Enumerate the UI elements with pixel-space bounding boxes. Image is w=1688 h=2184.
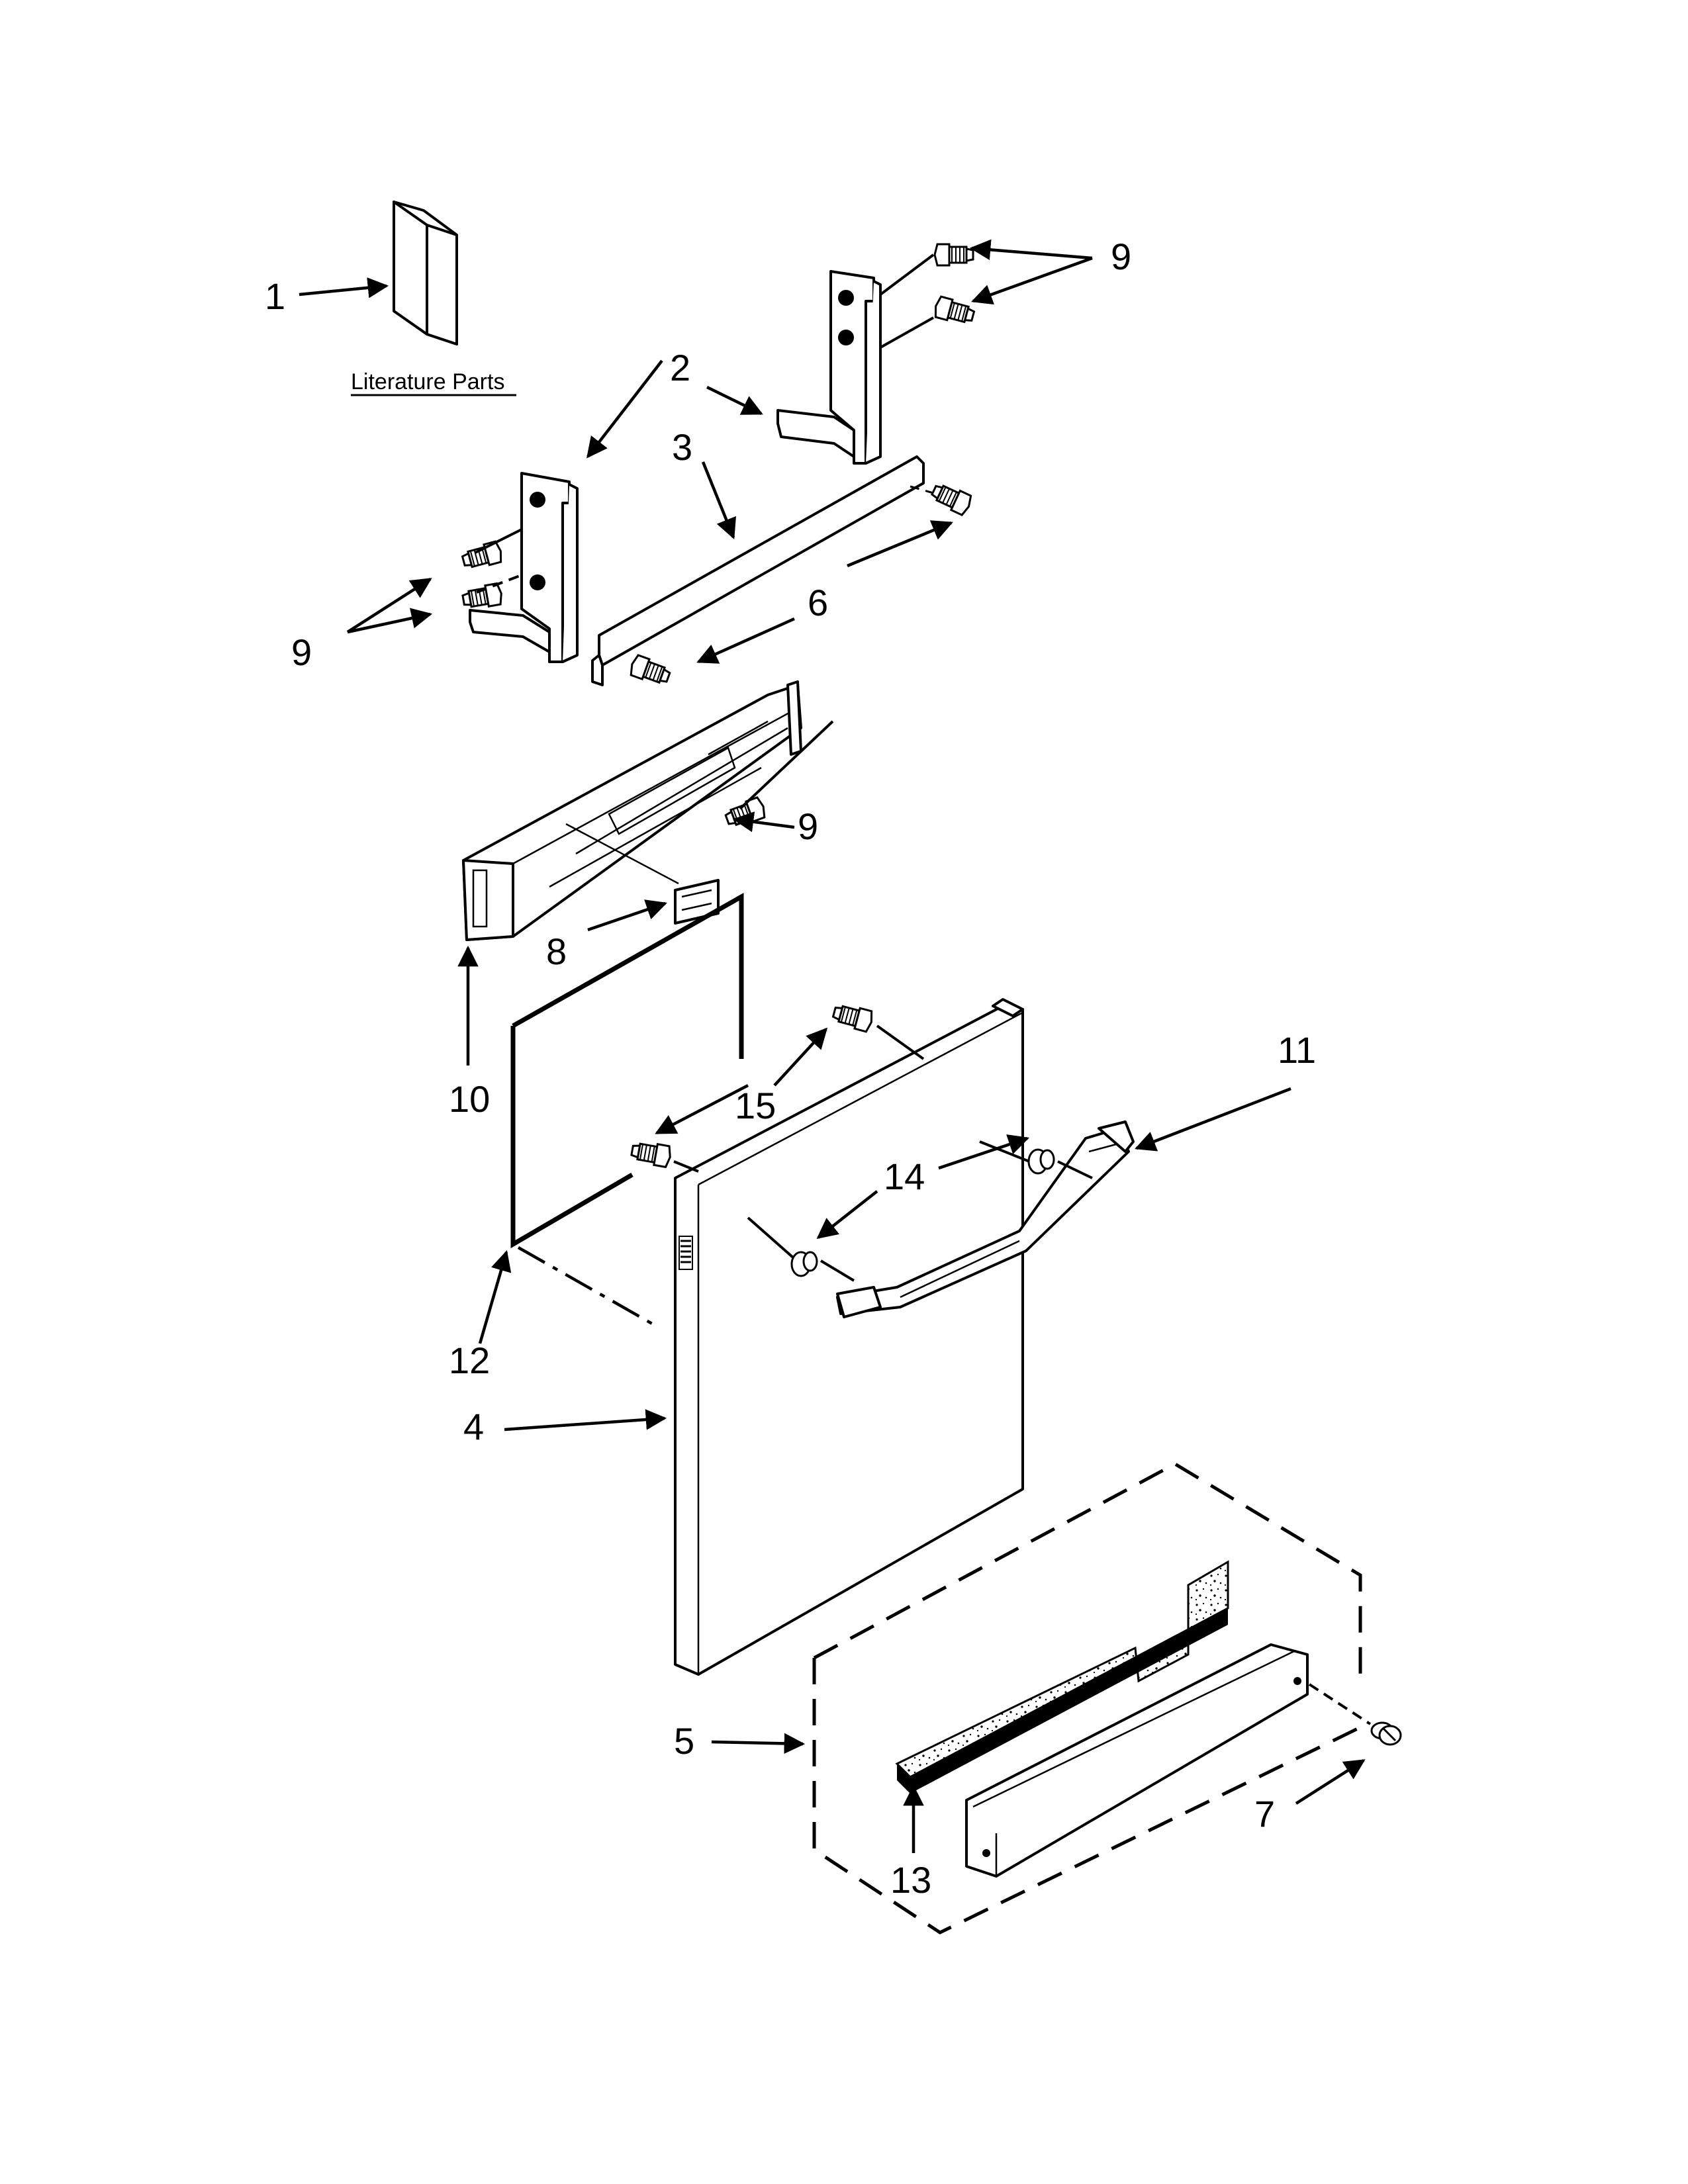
callout-8: 8 bbox=[546, 931, 567, 972]
callout-6: 6 bbox=[808, 582, 828, 623]
control-console bbox=[457, 680, 802, 1066]
callout-10: 10 bbox=[449, 1078, 490, 1120]
toe-panel-assembly bbox=[711, 1462, 1362, 1934]
door-vent bbox=[679, 1236, 693, 1270]
bracket-screw-top-1 bbox=[933, 243, 974, 267]
callout-7: 7 bbox=[1254, 1793, 1275, 1835]
callout-labels: 1 2 3 4 5 6 7 8 9 9 9 10 11 12 13 14 15 bbox=[265, 236, 1316, 1901]
callout-15: 15 bbox=[735, 1085, 776, 1126]
callout-4: 4 bbox=[463, 1406, 484, 1447]
callout-5: 5 bbox=[674, 1720, 694, 1762]
door-panel bbox=[504, 998, 1024, 1676]
toe-panel-plate bbox=[965, 1643, 1309, 1878]
mounting-bracket-right bbox=[776, 270, 882, 465]
handle-spacer-upper bbox=[1027, 1148, 1055, 1175]
door-screw-top bbox=[830, 1001, 876, 1034]
literature-caption: Literature Parts bbox=[351, 369, 504, 394]
callout-2: 2 bbox=[670, 347, 690, 388]
callout-14: 14 bbox=[884, 1156, 925, 1197]
callout-9-console: 9 bbox=[798, 805, 818, 847]
rail-screw-upper bbox=[928, 479, 974, 518]
handle-spacer-lower bbox=[790, 1251, 818, 1277]
toe-panel-screw bbox=[1370, 1721, 1402, 1746]
callout-9-top: 9 bbox=[1111, 236, 1131, 277]
rail-screw-lower bbox=[627, 653, 673, 688]
callout-3: 3 bbox=[672, 426, 692, 468]
literature-parts: Literature Parts bbox=[299, 201, 516, 396]
door-gasket bbox=[478, 893, 744, 1344]
bracket-screw-left-2 bbox=[460, 582, 504, 612]
door-handle bbox=[836, 1087, 1291, 1318]
callout-12: 12 bbox=[449, 1340, 490, 1381]
callout-11: 11 bbox=[1278, 1029, 1316, 1071]
bracket-screw-left-1 bbox=[459, 539, 505, 572]
top-rail bbox=[591, 455, 925, 686]
callout-1: 1 bbox=[265, 275, 285, 317]
callout-13: 13 bbox=[890, 1859, 931, 1901]
bracket-screw-top-2 bbox=[931, 295, 977, 328]
callout-9-left: 9 bbox=[291, 631, 312, 673]
door-screw-left bbox=[629, 1139, 673, 1169]
console-screw bbox=[722, 796, 769, 831]
mounting-bracket-left bbox=[469, 472, 579, 663]
